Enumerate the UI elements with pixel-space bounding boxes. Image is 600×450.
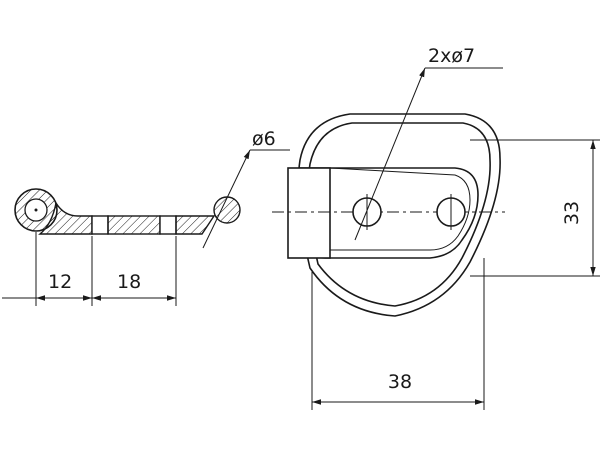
ring-inner xyxy=(307,122,491,307)
side-view: 12 18 ø6 xyxy=(2,128,290,306)
side-plate-section-2 xyxy=(107,215,161,235)
clip-block xyxy=(287,167,331,259)
ring-outer xyxy=(297,113,501,317)
dim-text-33: 33 xyxy=(561,201,583,225)
side-ring-section xyxy=(213,196,241,224)
base-plate-inner xyxy=(329,167,471,251)
dim-text-38: 38 xyxy=(388,371,412,393)
front-view: 2xø7 33 38 xyxy=(272,45,600,410)
side-plate-section-3 xyxy=(175,215,216,235)
side-loop-center-dot xyxy=(34,208,38,212)
leader-2xo7 xyxy=(354,67,426,241)
dim-text-2xo7: 2xø7 xyxy=(428,45,475,67)
dim-text-18: 18 xyxy=(117,271,141,293)
dim-text-12: 12 xyxy=(48,271,72,293)
dim-text-o6: ø6 xyxy=(252,128,276,150)
side-plate-gap-2 xyxy=(159,215,177,235)
leader-o6 xyxy=(202,149,251,249)
side-plate-gap-1 xyxy=(91,215,109,235)
